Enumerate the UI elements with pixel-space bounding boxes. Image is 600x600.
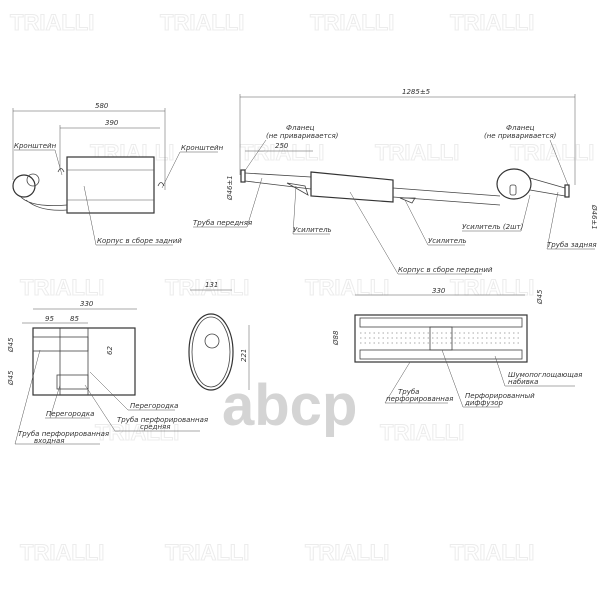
section-rear-muffler: 330 95 85 Ø45 Ø45 62 Перегородка Перегор… xyxy=(7,300,208,445)
label-partition-2: Перегородка xyxy=(46,410,94,418)
label-mid-pipe-2: средняя xyxy=(140,423,170,431)
label-flange-right: Фланец xyxy=(506,124,535,132)
label-packing-2: набивка xyxy=(508,378,538,386)
label-flange-left-note: (не приваривается) xyxy=(266,132,339,140)
label-perforated-pipe-2: перфорированная xyxy=(386,395,453,403)
watermark: TRIALLI xyxy=(20,275,104,300)
watermark: TRIALLI xyxy=(10,10,94,35)
label-front-body: Корпус в сборе передний xyxy=(398,266,493,274)
end-view: 131 221 xyxy=(188,281,250,391)
label-rear-body: Корпус в сборе задний xyxy=(97,237,182,245)
dimension-62: 62 xyxy=(106,346,114,355)
abcp-logo: abcp xyxy=(222,373,357,438)
label-bracket-left: Кронштейн xyxy=(14,142,57,150)
watermark: TRIALLI xyxy=(450,10,534,35)
diameter-bottom: Ø45 xyxy=(7,370,15,386)
label-flange-right-note: (не приваривается) xyxy=(484,132,557,140)
label-rear-pipe: Труба задняя xyxy=(547,241,597,249)
label-inlet-pipe-2: входная xyxy=(34,437,64,445)
section-front-muffler: 330 Ø88 Ø45 Шумопоглощающая набивка Труб… xyxy=(332,287,582,408)
dimension-330: 330 xyxy=(80,300,94,308)
dimension-221: 221 xyxy=(240,349,248,362)
watermark: TRIALLI xyxy=(305,275,389,300)
view-front-assembly: 1285±5 250 Фланец (не приваривается) Фла… xyxy=(193,88,598,275)
dimension-390: 390 xyxy=(105,119,119,127)
dimension-95: 95 xyxy=(45,315,54,323)
diameter-pipe: Ø45 xyxy=(536,289,544,305)
watermark: TRIALLI xyxy=(95,420,179,445)
label-reinforcer-2: Усилитель xyxy=(428,237,467,245)
watermark: TRIALLI xyxy=(380,420,464,445)
dimension-1285: 1285±5 xyxy=(402,88,431,96)
watermark: TRIALLI xyxy=(310,10,394,35)
label-reinforcer-3: Усилитель (2шт) xyxy=(462,223,524,231)
watermark: TRIALLI xyxy=(450,275,534,300)
diameter-top: Ø45 xyxy=(7,337,15,353)
label-diffuser: Перфорированный xyxy=(465,392,535,400)
label-flange-left: Фланец xyxy=(286,124,315,132)
diameter-left: Ø46±1 xyxy=(226,175,234,201)
dimension-580: 580 xyxy=(95,102,109,110)
view-rear-muffler: 580 390 Кронштейн Кронштейн Корпус в сбо… xyxy=(12,102,224,246)
label-front-pipe: Труба передняя xyxy=(193,219,252,227)
watermarks: TRIALLI TRIALLI TRIALLI TRIALLI TRIALLI … xyxy=(10,10,595,566)
dimension-250: 250 xyxy=(275,142,289,150)
watermark: TRIALLI xyxy=(375,140,459,165)
watermark: TRIALLI xyxy=(450,540,534,565)
label-mid-pipe: Труба перфорированная xyxy=(117,416,208,424)
label-bracket-right: Кронштейн xyxy=(181,144,224,152)
label-inlet-pipe: Труба перфорированная xyxy=(18,430,109,438)
diameter-right: Ø46±1 xyxy=(590,204,598,230)
watermark: TRIALLI xyxy=(165,275,249,300)
dimension-85: 85 xyxy=(70,315,79,323)
diameter-body: Ø88 xyxy=(332,330,340,346)
label-partition-1: Перегородка xyxy=(130,402,178,410)
watermark: TRIALLI xyxy=(240,140,324,165)
label-perforated-pipe: Труба xyxy=(398,388,419,396)
dimension-330-front: 330 xyxy=(432,287,446,295)
watermark: TRIALLI xyxy=(305,540,389,565)
watermark: TRIALLI xyxy=(160,10,244,35)
watermark: TRIALLI xyxy=(165,540,249,565)
watermark: TRIALLI xyxy=(510,140,594,165)
watermark: TRIALLI xyxy=(20,540,104,565)
label-packing: Шумопоглощающая xyxy=(508,371,582,379)
label-diffuser-2: диффузор xyxy=(464,399,504,407)
dimension-131: 131 xyxy=(205,281,218,289)
label-reinforcer-1: Усилитель xyxy=(293,226,332,234)
